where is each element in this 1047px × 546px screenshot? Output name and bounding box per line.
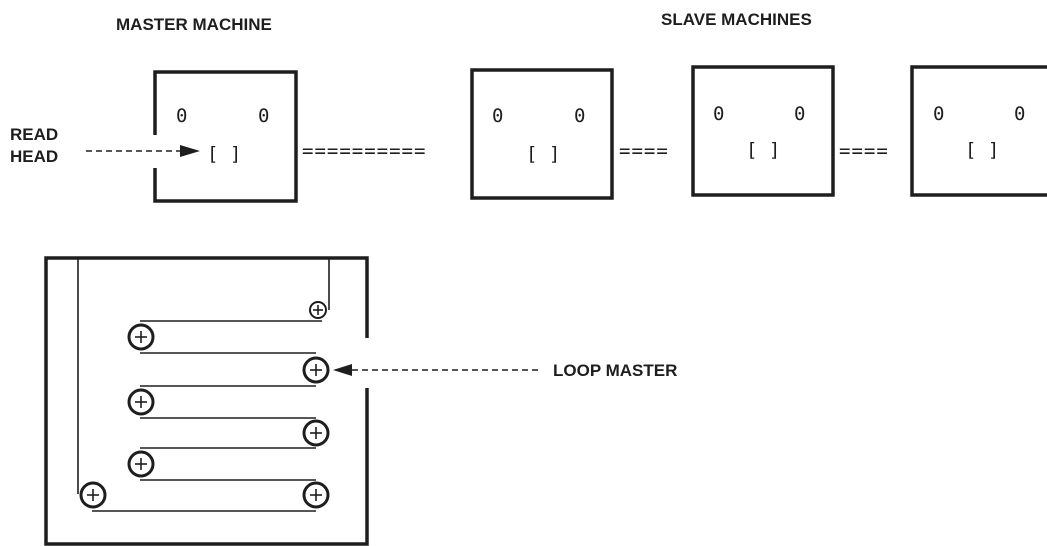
master-machine-label: MASTER MACHINE [116, 15, 272, 34]
slave-3-right-reel: 0 [1014, 103, 1025, 125]
pulley-top-right [309, 301, 327, 319]
slave-3-left-reel: 0 [933, 103, 944, 125]
head-label: HEAD [10, 147, 58, 166]
slave-2-left-reel: 0 [713, 103, 724, 125]
slave-3-head: [ ] [965, 139, 999, 161]
pulley-right-1-loop-master [302, 356, 330, 384]
connector-master-to-slave-1: ========== [302, 140, 426, 162]
read-head-arrow [86, 145, 200, 157]
pulley-left-3 [127, 450, 155, 478]
pulley-bottom-left [79, 481, 107, 509]
pulley-left-1 [127, 323, 155, 351]
connector-slave-2-to-slave-3: ==== [839, 140, 889, 162]
master-right-reel: 0 [258, 105, 269, 127]
slave-2-head: [ ] [746, 139, 780, 161]
slave-1-left-reel: 0 [492, 105, 503, 127]
slave-machines-label: SLAVE MACHINES [661, 10, 812, 29]
master-read-head: [ ] [207, 143, 241, 165]
slave-machine-1: 0 0 [ ] [470, 68, 614, 200]
pulley-right-3 [302, 481, 330, 509]
read-label: READ [10, 125, 58, 144]
slave-machine-3: 0 0 [ ] [910, 65, 1047, 197]
master-machine: 0 0 [ ] [153, 70, 298, 203]
connector-slave-1-to-slave-2: ==== [619, 140, 669, 162]
slave-machine-2: 0 0 [ ] [691, 65, 835, 197]
slave-1-head: [ ] [526, 143, 560, 165]
loop-bin [44, 256, 369, 546]
pulley-left-2 [127, 388, 155, 416]
loop-master-arrow [333, 364, 540, 376]
slave-1-right-reel: 0 [574, 105, 585, 127]
slave-2-right-reel: 0 [794, 103, 805, 125]
pulley-right-2 [302, 419, 330, 447]
master-left-reel: 0 [176, 105, 187, 127]
loop-master-label: LOOP MASTER [553, 361, 677, 380]
